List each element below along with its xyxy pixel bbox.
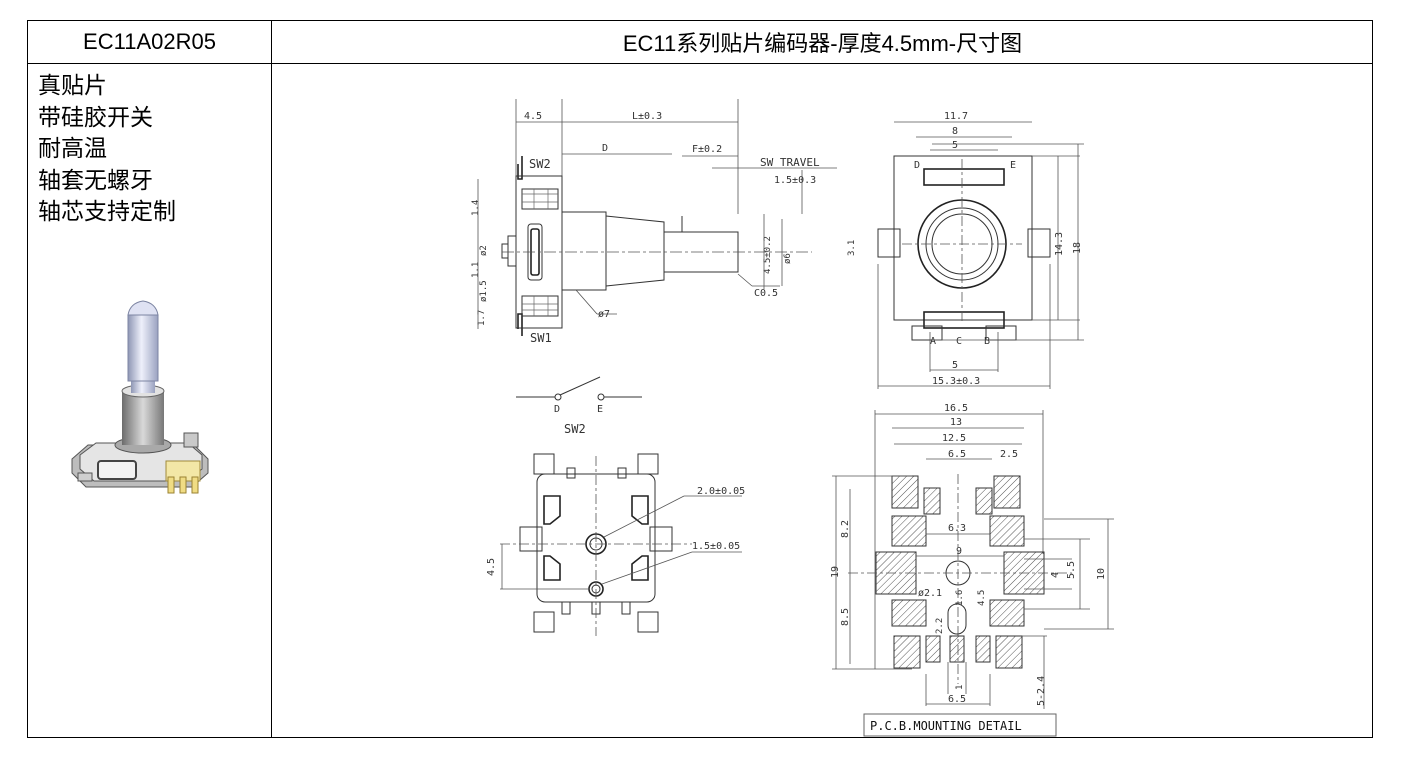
dim-label: SW TRAVEL (760, 156, 820, 169)
dim-label: 1.1 (471, 262, 481, 278)
dim-label: ø1.5 (479, 280, 489, 302)
dim-label: ø2.1 (918, 588, 942, 599)
dim-label: 15.3±0.3 (932, 376, 980, 387)
pin-label: E (597, 404, 603, 415)
encoder-product-image (71, 300, 209, 494)
dim-label: 8.2 (840, 520, 851, 538)
dim-label: 5 (952, 140, 958, 151)
switch-name: SW2 (564, 422, 586, 436)
dim-label: ø2 (479, 245, 489, 256)
pcb-caption: P.C.B.MOUNTING DETAIL (870, 719, 1022, 733)
feature-item: 真贴片 (38, 73, 107, 99)
dim-label: ø6 (783, 253, 793, 264)
dim-label: 6.3 (948, 523, 966, 534)
feature-item: 带硅胶开关 (38, 104, 153, 131)
dim-label: 9 (956, 546, 962, 557)
dim-label: 8.5 (840, 608, 851, 626)
dim-label: 4.5 (486, 558, 497, 576)
dim-label: 1.4 (471, 200, 481, 216)
feature-item: 耐高温 (38, 136, 107, 162)
dim-label: 16.5 (944, 403, 968, 414)
pin-label: C (956, 336, 962, 347)
dim-label: 2.5 (1000, 449, 1018, 460)
dim-label: 4.5 (524, 111, 542, 122)
bottom-view: 2.0±0.05 1.5±0.05 4.5 (486, 453, 745, 636)
dim-label: 18 (1072, 242, 1083, 254)
row-divider (28, 63, 1372, 64)
dim-label: 3.1 (847, 240, 857, 256)
dim-label: 12.5 (942, 433, 966, 444)
dim-label: 10 (1096, 568, 1107, 580)
dim-label: 8 (952, 126, 958, 137)
dim-label: 1.5±0.3 (774, 175, 816, 186)
dim-label: 6.5 (948, 449, 966, 460)
dim-label: D (602, 143, 608, 154)
pin-label: D (914, 160, 920, 171)
dim-label: 1.7 (477, 310, 487, 326)
dim-label: 1.6 (955, 590, 965, 606)
spec-sheet: EC11A02R05 EC11系列贴片编码器-厚度4.5mm-尺寸图 真贴片 带… (27, 20, 1373, 738)
pcb-mounting-detail: 16.5 13 12.5 6.5 2.5 6.3 9 (830, 403, 1114, 737)
dim-label: 19 (830, 566, 841, 578)
dim-label: 5.5 (1066, 561, 1077, 579)
pin-label: B (984, 336, 990, 347)
model-number: EC11A02R05 (83, 29, 216, 54)
top-view: 11.7 8 5 D E A C B 14.3 (847, 111, 1084, 389)
feature-item: 轴芯支持定制 (38, 199, 176, 225)
dim-label: L±0.3 (632, 111, 662, 122)
feature-list: 真贴片 带硅胶开关 耐高温 轴套无螺牙 轴芯支持定制 (38, 71, 263, 229)
switch-label: SW2 (529, 157, 551, 171)
pin-label: E (1010, 160, 1016, 171)
dim-label: 13 (950, 417, 962, 428)
column-divider (271, 21, 272, 737)
dim-label: 1 (955, 685, 965, 690)
pin-label: A (930, 336, 936, 347)
dim-label: 2.2 (935, 618, 945, 634)
feature-item: 轴套无螺牙 (38, 167, 153, 194)
dim-label: 5 (952, 360, 958, 371)
dim-label: ø7 (598, 309, 610, 320)
pin-label: D (554, 404, 560, 415)
dim-label: 11.7 (944, 111, 968, 122)
switch-label: SW1 (530, 331, 552, 345)
dim-label: 2.0±0.05 (697, 486, 745, 497)
dim-label: 1.5±0.05 (692, 541, 740, 552)
dim-label: 4.5 (977, 590, 987, 606)
drawing-title: EC11系列贴片编码器-厚度4.5mm-尺寸图 (622, 31, 1023, 56)
side-view: 4.5 L±0.3 D F±0.2 SW TRAVEL 1.5±0.3 SW2 … (471, 99, 837, 345)
dim-label: 4.5±0.2 (763, 236, 773, 274)
switch-symbol: D E SW2 (516, 376, 642, 436)
dim-label: C0.5 (754, 288, 778, 299)
dimension-drawing: 4.5 L±0.3 D F±0.2 SW TRAVEL 1.5±0.3 SW2 … (471, 99, 1114, 737)
dim-label: 14.3 (1054, 232, 1065, 256)
dim-label: 5-2.4 (1036, 676, 1047, 706)
dim-label: 6.5 (948, 694, 966, 705)
dim-label: F±0.2 (692, 144, 722, 155)
dim-label: 4 (1050, 572, 1061, 578)
